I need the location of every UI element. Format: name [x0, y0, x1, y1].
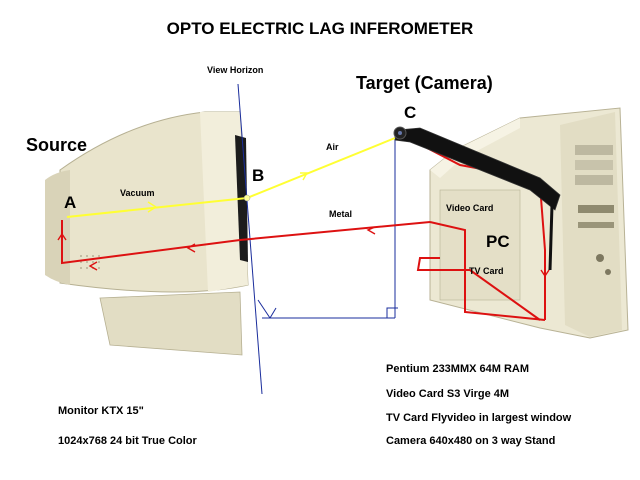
air-label: Air: [326, 142, 339, 152]
target-label: Target (Camera): [356, 73, 493, 93]
spec-cpu: Pentium 233MMX 64M RAM: [386, 363, 530, 375]
spec-monitor: Monitor KTX 15": [58, 405, 144, 417]
point-a-label: A: [64, 193, 77, 212]
pc-tower: [429, 107, 629, 339]
tv-card-label: TV Card: [469, 266, 504, 276]
beam-vacuum-air: [66, 137, 396, 218]
spec-resolution: 1024x768 24 bit True Color: [58, 435, 197, 447]
video-card-label: Video Card: [446, 203, 494, 213]
pc-label: PC: [486, 232, 510, 251]
diagram-title: OPTO ELECTRIC LAG INFEROMETER: [166, 19, 474, 38]
spec-camera: Camera 640x480 on 3 way Stand: [386, 435, 556, 447]
view-horizon-label: View Horizon: [207, 65, 264, 75]
spec-video: Video Card S3 Virge 4M: [386, 388, 510, 400]
view-horizon-lines: [237, 83, 398, 395]
camera: [393, 126, 561, 271]
spec-tv: TV Card Flyvideo in largest window: [386, 412, 572, 424]
point-c-label: C: [404, 103, 417, 122]
source-label: Source: [26, 135, 88, 155]
crt-monitor: [45, 111, 249, 356]
vacuum-label: Vacuum: [120, 188, 155, 198]
point-b-label: B: [252, 166, 265, 185]
point-b-marker: [243, 194, 251, 202]
metal-label: Metal: [329, 209, 353, 219]
